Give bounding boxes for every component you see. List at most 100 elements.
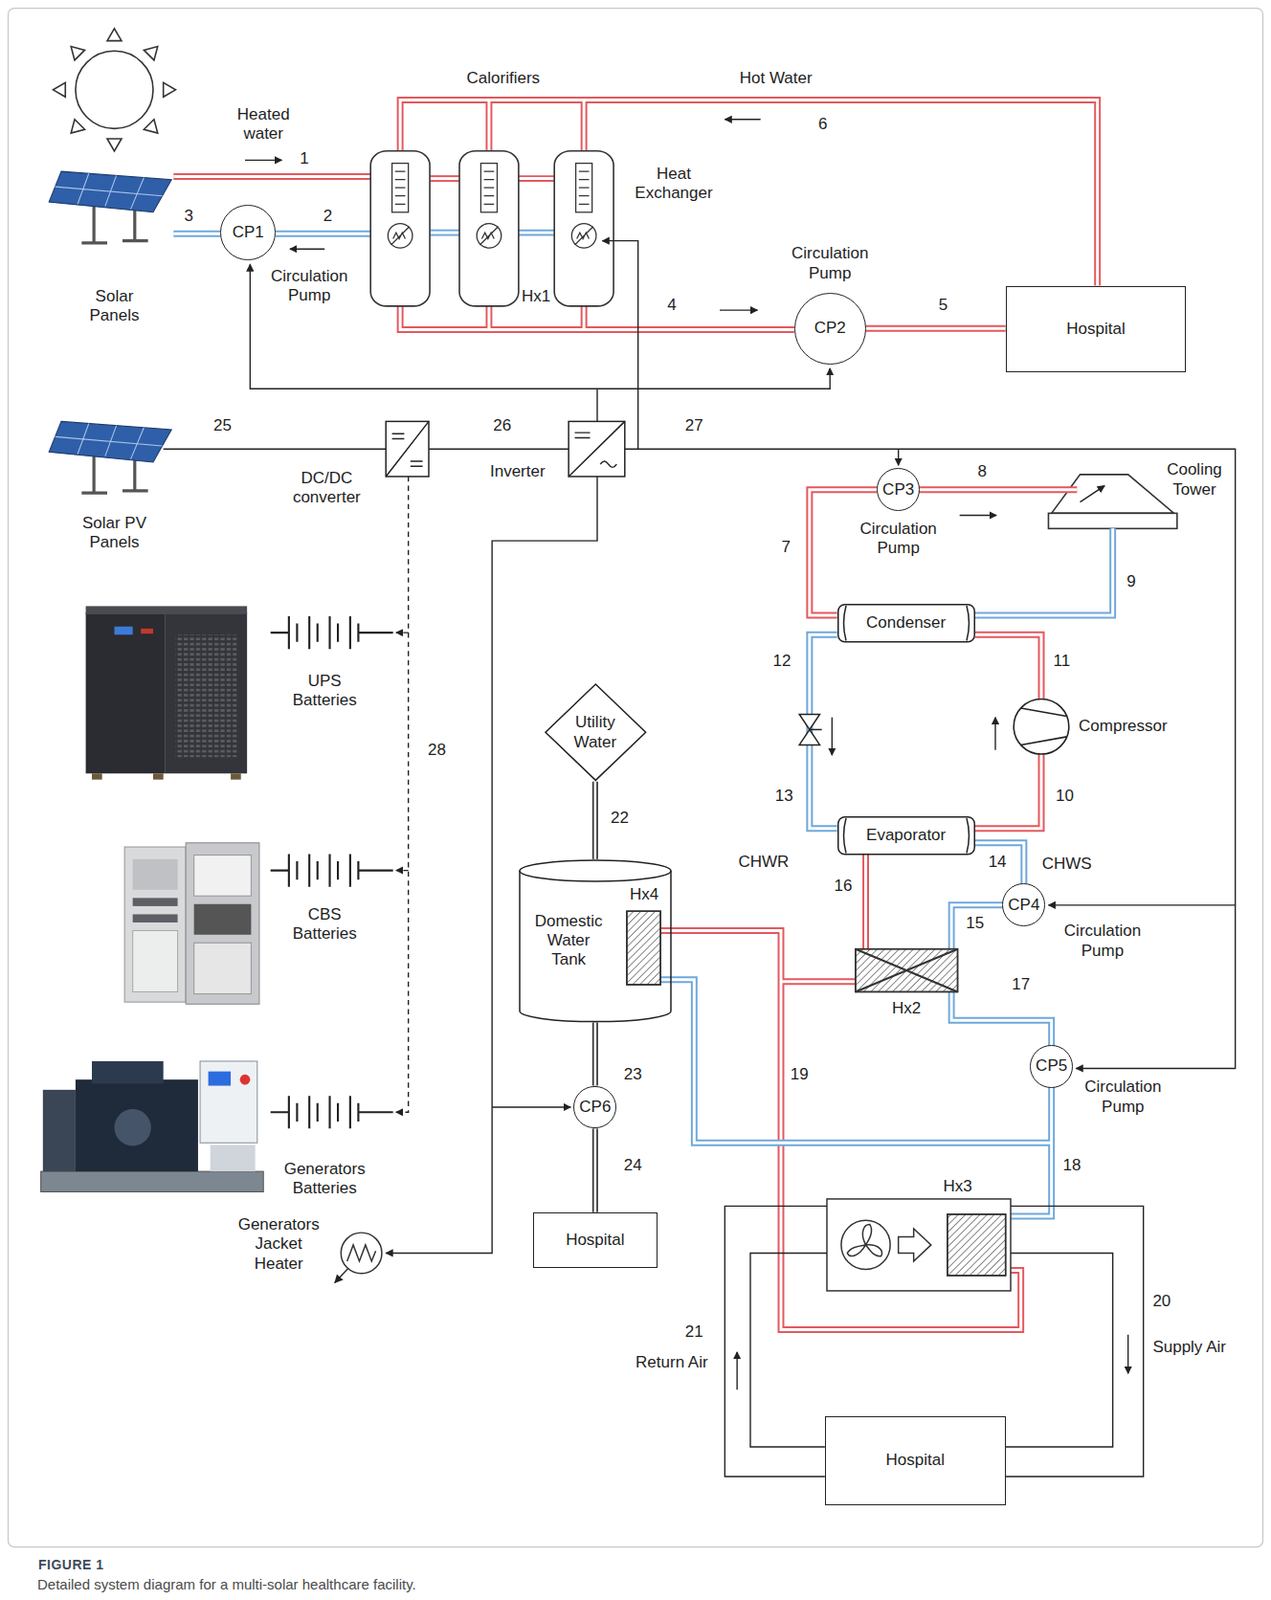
generator-set (75, 1079, 199, 1172)
node-text-group: CP6 (579, 1097, 611, 1117)
callout-number: 12 (772, 651, 793, 671)
pipe-connector (809, 634, 838, 829)
condenser-vessel: Condenser (837, 603, 976, 644)
flow-arrow (959, 514, 997, 516)
air-handling-unit (841, 1220, 891, 1270)
expansion-valve (799, 713, 822, 745)
node-outline (545, 684, 647, 781)
pipe-connector (866, 327, 1006, 331)
dc-dc-converter (385, 421, 429, 477)
heating-coil (391, 226, 410, 246)
compressor-symbol (1021, 708, 1068, 745)
air-duct (1005, 1205, 1144, 1477)
heating-coil (392, 163, 409, 213)
sun-icon (143, 119, 163, 139)
heat-exchanger-symbol (855, 949, 959, 993)
callout-number: 9 (1125, 572, 1137, 592)
callout-number: 20 (1151, 1291, 1172, 1311)
ups-cabinet (153, 773, 164, 780)
part-label: Hx1 (520, 287, 552, 307)
figure-caption: Detailed system diagram for a multi-sola… (37, 1576, 417, 1594)
cbs-cabinet (194, 855, 252, 897)
water-pipe (173, 232, 1113, 1217)
cbs-cabinet (133, 930, 179, 992)
pipe-connector (594, 1128, 596, 1212)
air-duct (750, 1252, 827, 1448)
callout-number: 26 (491, 415, 513, 435)
cbs-cabinet (133, 914, 179, 923)
part-label: Compressor (1077, 716, 1169, 736)
flow-arrow (289, 247, 325, 249)
solar-collector (48, 171, 172, 244)
node-outline (519, 870, 671, 882)
jacket-heater (340, 1232, 382, 1274)
callout-number: 5 (937, 295, 949, 315)
cbs-cabinet (133, 897, 179, 907)
ups-cabinet (165, 612, 247, 774)
generator-set (210, 1144, 256, 1172)
node-text-group: CP3 (882, 480, 915, 500)
node-text-group: CP4 (1007, 895, 1040, 915)
calorifier-tank (370, 151, 614, 307)
supply-diamond: Utility Water (544, 683, 647, 781)
pipe-connector (866, 328, 1006, 330)
pipe-connector (592, 781, 599, 860)
pump-circle: CP2 (794, 292, 867, 365)
node-outline (843, 818, 969, 854)
flow-arrow (724, 118, 760, 120)
inverter-box (568, 421, 625, 477)
node-label: CP5 (1035, 1056, 1068, 1076)
dc-dc-converter (385, 421, 429, 477)
callout-number: 13 (774, 786, 795, 806)
node-text-group: Condenser (866, 613, 946, 633)
node-outline (545, 684, 647, 781)
heating-coil (579, 171, 590, 204)
solar-collector (48, 171, 172, 213)
heat-exchanger-symbol (855, 949, 959, 993)
node-outline (843, 605, 969, 642)
solar-pv-panel (48, 421, 172, 493)
part-label: Heat Exchanger (633, 164, 714, 204)
part-label: Inverter (489, 461, 547, 481)
cooling-tower (1048, 512, 1177, 529)
figure-frame (8, 8, 1264, 1548)
generator-set (113, 1109, 151, 1146)
pipe-connector (594, 1022, 596, 1086)
part-label: Heated water (236, 105, 291, 145)
part-label: Generators Jacket Heater (237, 1215, 321, 1274)
cooling-tower (1051, 474, 1175, 514)
callout-number: 27 (684, 415, 705, 435)
part-label: Hx3 (941, 1177, 973, 1197)
heating-coil (484, 171, 495, 204)
callout-number: 18 (1062, 1156, 1083, 1176)
generator-set (200, 1061, 258, 1143)
callout-number: 3 (183, 206, 195, 226)
node-label: CP6 (579, 1097, 611, 1117)
heating-coil (571, 223, 597, 249)
pipe-connector (594, 781, 596, 860)
pipe-connector (975, 843, 1025, 885)
flow-arrow (831, 717, 833, 756)
power-wire (897, 448, 899, 466)
node-outline (518, 859, 672, 1024)
air-handling-unit (947, 1214, 1006, 1276)
callout-number: 19 (789, 1065, 810, 1085)
sun-icon (75, 50, 154, 129)
part-label: Circulation Pump (1083, 1077, 1162, 1117)
cbs-cabinet (124, 843, 260, 1004)
power-wire (1048, 904, 1235, 906)
node-label: Hospital (565, 1230, 625, 1250)
flow-arrow (1080, 486, 1106, 503)
part-label: Generators Batteries (283, 1159, 367, 1199)
flow-arrow (719, 309, 758, 311)
jacket-heater (334, 1232, 382, 1283)
heating-coil (476, 223, 502, 249)
node-label: Domestic Water Tank (535, 912, 603, 971)
part-label: Hx2 (891, 998, 922, 1018)
generator-set (41, 1061, 265, 1192)
heating-coil (387, 223, 413, 249)
cbs-cabinet (124, 847, 186, 1003)
node-text-group: Hospital (886, 1450, 945, 1471)
callout-number: 17 (1010, 975, 1031, 995)
